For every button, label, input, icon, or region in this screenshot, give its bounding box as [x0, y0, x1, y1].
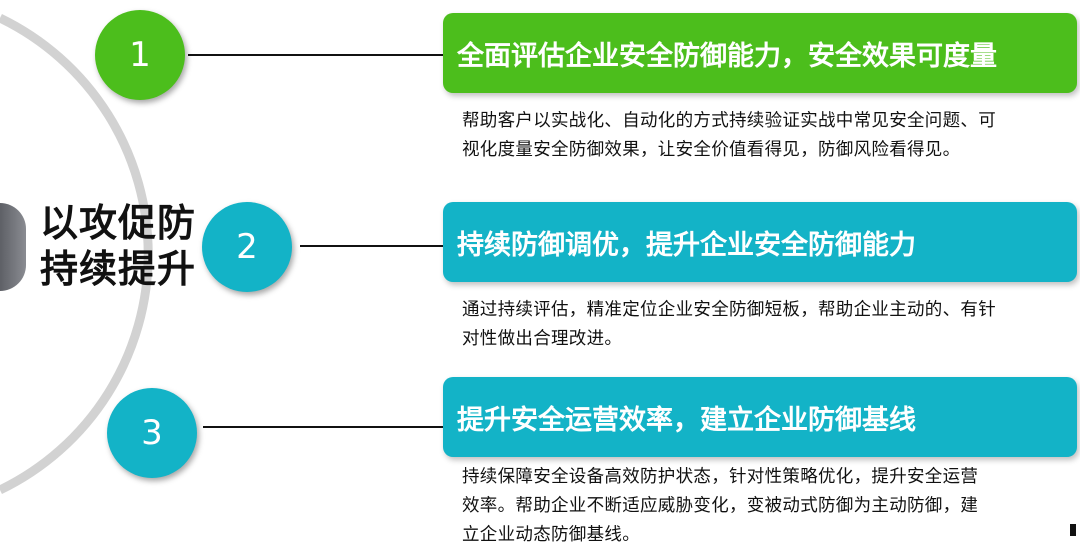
step-2-heading: 持续防御调优，提升企业安全防御能力 — [457, 229, 916, 261]
step-2-number-circle: 2 — [202, 202, 292, 292]
corner-mark — [1070, 524, 1076, 536]
step-2-desc-line-1: 通过持续评估，精准定位企业安全防御短板，帮助企业主动的、有针 — [462, 300, 996, 320]
step-2-description: 通过持续评估，精准定位企业安全防御短板，帮助企业主动的、有针 对性做出合理改进。 — [462, 296, 1062, 354]
step-2-heading-bar: 持续防御调优，提升企业安全防御能力 — [443, 202, 1077, 282]
step-1-description: 帮助客户以实战化、自动化的方式持续验证实战中常见安全问题、可 视化度量安全防御效… — [462, 107, 1062, 165]
step-3-desc-line-2: 效率。帮助企业不断适应威胁变化，变被动式防御为主动防御，建 — [462, 496, 979, 516]
step-3-desc-line-3: 立企业动态防御基线。 — [462, 525, 640, 545]
step-3-connector — [203, 426, 443, 428]
step-3-number: 3 — [141, 413, 163, 453]
center-title: 以攻促防 持续提升 — [40, 200, 210, 292]
step-3-description: 持续保障安全设备高效防护状态，针对性策略优化，提升安全运营 效率。帮助企业不断适… — [462, 463, 1062, 550]
step-1-desc-line-1: 帮助客户以实战化、自动化的方式持续验证实战中常见安全问题、可 — [462, 111, 996, 131]
step-1-heading: 全面评估企业安全防御能力，安全效果可度量 — [457, 40, 997, 72]
step-1-number-circle: 1 — [95, 10, 185, 100]
step-2-number: 2 — [236, 227, 258, 267]
timeline-arc-path — [0, 13, 153, 495]
step-3-heading-bar: 提升安全运营效率，建立企业防御基线 — [443, 377, 1077, 457]
step-3-desc-line-1: 持续保障安全设备高效防护状态，针对性策略优化，提升安全运营 — [462, 467, 979, 487]
step-2-connector — [300, 245, 443, 247]
step-3-heading: 提升安全运营效率，建立企业防御基线 — [457, 404, 916, 436]
step-1-number: 1 — [129, 35, 151, 75]
center-title-line-1: 以攻促防 — [40, 201, 197, 245]
step-1-desc-line-2: 视化度量安全防御效果，让安全价值看得见，防御风险看得见。 — [462, 140, 961, 160]
step-3-number-circle: 3 — [107, 388, 197, 478]
center-tab — [0, 203, 26, 291]
step-1-heading-bar: 全面评估企业安全防御能力，安全效果可度量 — [443, 13, 1077, 93]
center-title-line-2: 持续提升 — [40, 247, 197, 291]
step-2-desc-line-2: 对性做出合理改进。 — [462, 329, 623, 349]
step-1-connector — [188, 54, 443, 56]
